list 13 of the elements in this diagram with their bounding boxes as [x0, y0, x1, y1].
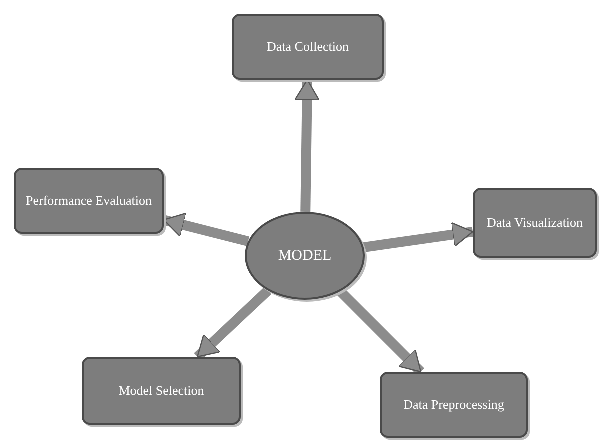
- process-box: [14, 168, 164, 234]
- process-box: [473, 188, 597, 258]
- node-label: Data Preprocessing: [404, 396, 504, 414]
- node-label: Data Collection: [267, 38, 349, 56]
- node-label: Performance Evaluation: [26, 192, 152, 210]
- node-label: Data Visualization: [486, 214, 584, 232]
- arrow: [294, 79, 320, 212]
- node-label: MODEL: [278, 246, 332, 266]
- process-box: [232, 14, 384, 80]
- arrow: [363, 222, 474, 252]
- process-box: [380, 372, 528, 438]
- process-box: [82, 357, 241, 425]
- node-label: Model Selection: [118, 382, 204, 400]
